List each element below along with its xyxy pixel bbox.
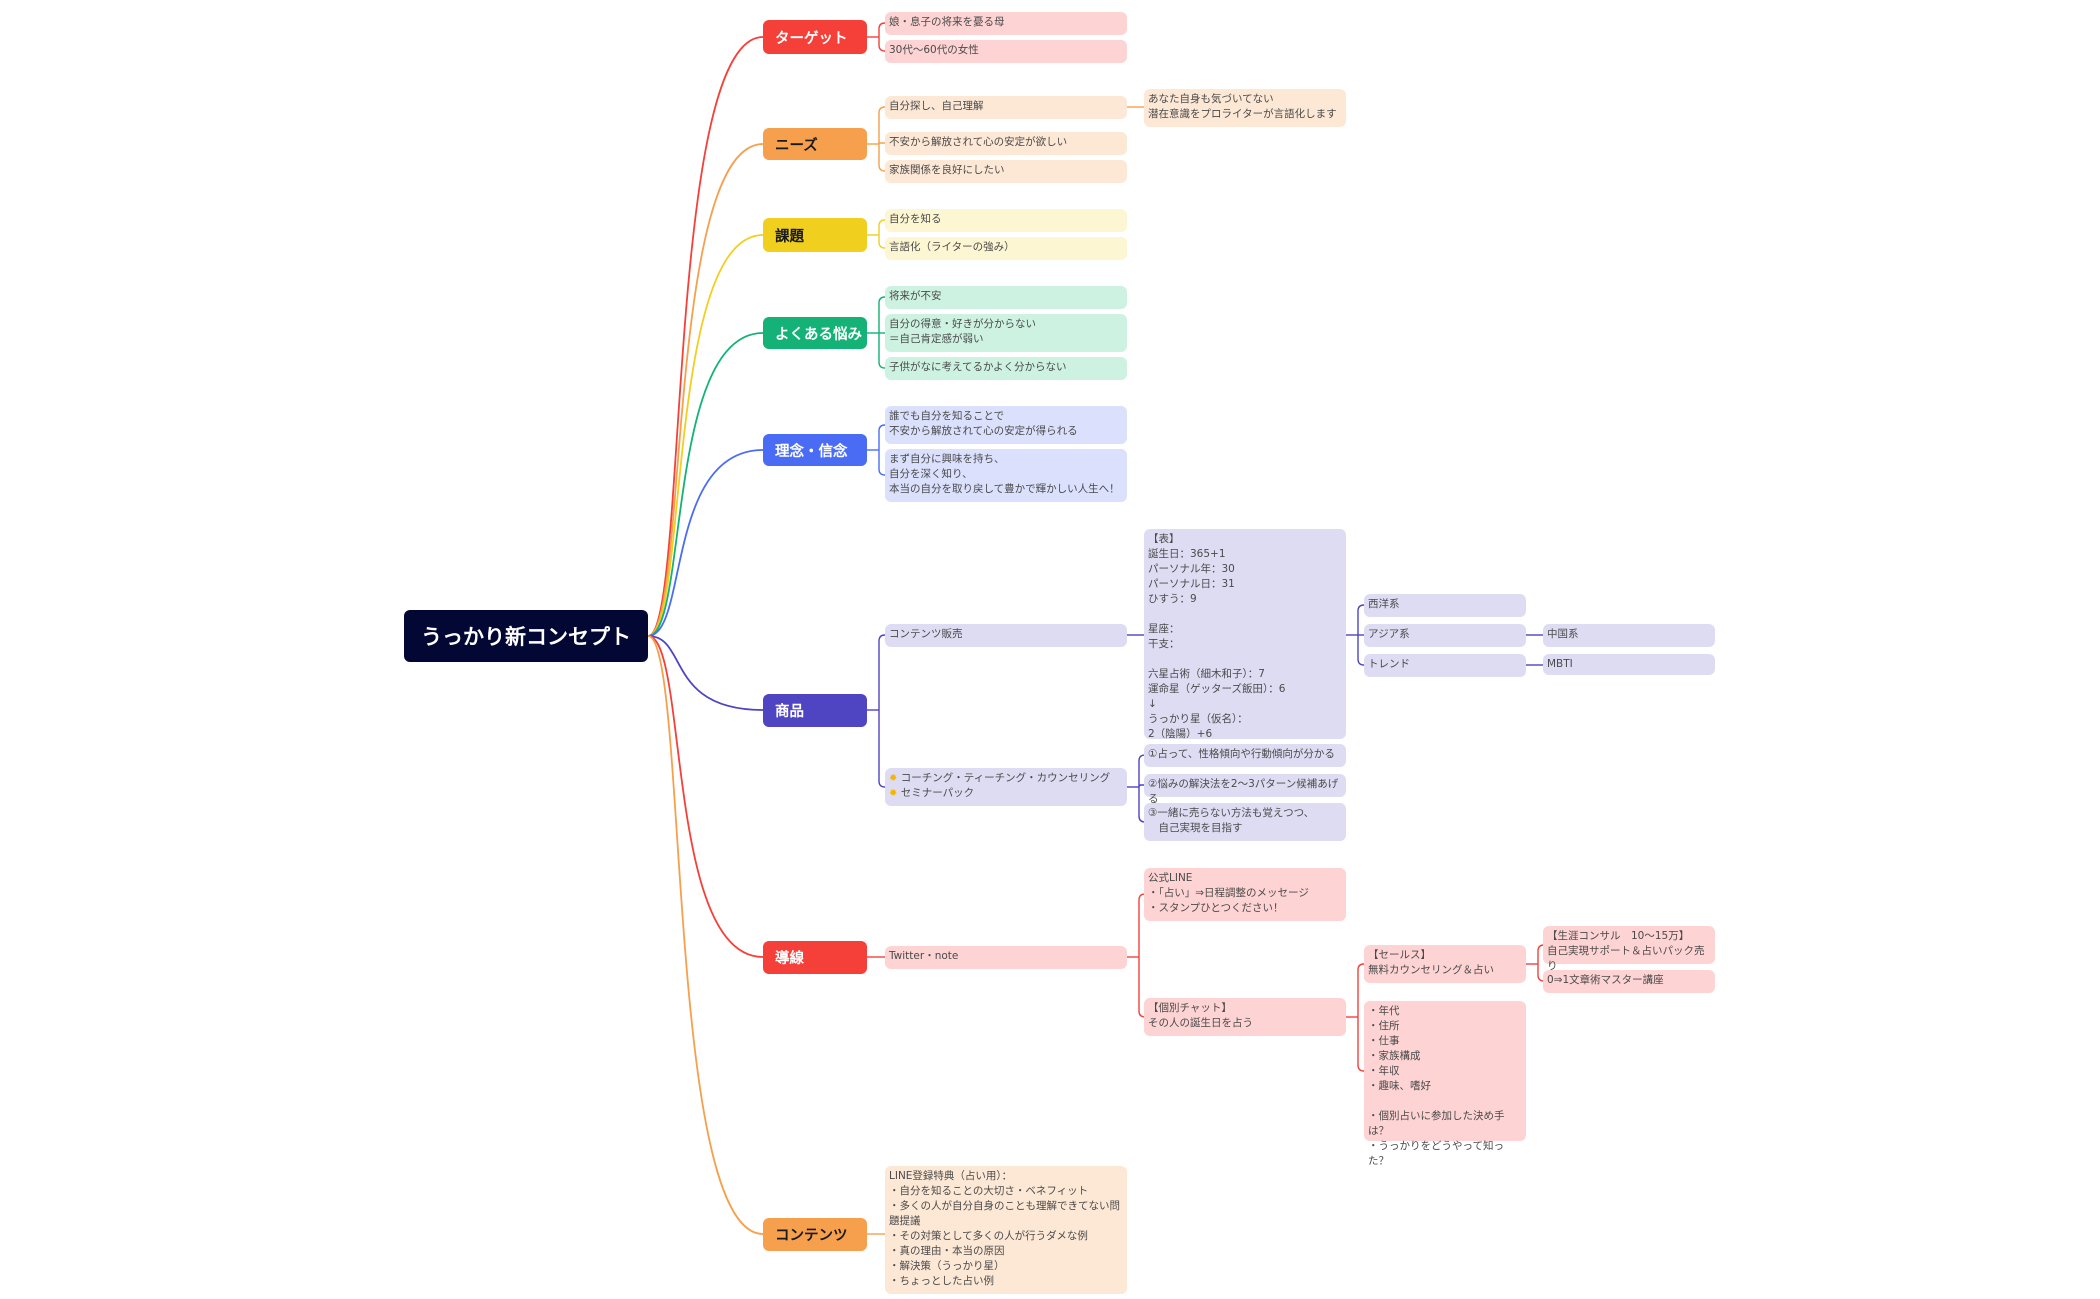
branch-target[interactable]: ターゲット: [763, 20, 867, 54]
flow-individual-chat[interactable]: 【個別チャット】 その人の誕生日を占う: [1144, 998, 1346, 1036]
line-root-trouble: [647, 332, 764, 637]
branch-needs[interactable]: ニーズ: [763, 128, 867, 160]
bracket-product-categories: [1346, 604, 1365, 666]
bracket-product: [867, 634, 886, 788]
product-asian-china[interactable]: 中国系: [1543, 624, 1715, 647]
bracket-target: [867, 22, 886, 52]
line-root-belief: [647, 449, 764, 637]
line-root-issue: [647, 234, 764, 637]
flow-sales-course[interactable]: 0⇒1文章術マスター講座: [1543, 970, 1715, 993]
root-node[interactable]: うっかり新コンセプト: [404, 610, 648, 662]
flow-channel[interactable]: Twitter・note: [885, 946, 1127, 969]
product-category-trend[interactable]: トレンド: [1364, 654, 1526, 677]
product-category-asian[interactable]: アジア系: [1364, 624, 1526, 647]
bracket-flow-sales: [1526, 944, 1545, 982]
bracket-flow-channel: [1127, 893, 1146, 1018]
bracket-product-coaching: [1127, 754, 1146, 823]
line-root-content: [647, 635, 764, 1235]
bracket-belief: [867, 424, 886, 476]
flow-sales[interactable]: 【セールス】 無料カウンセリング＆占い: [1364, 945, 1526, 983]
sun-icon: ✹: [889, 773, 898, 784]
target-item-mother[interactable]: 娘・息子の将来を憂る母: [885, 12, 1127, 35]
trouble-item-future[interactable]: 将来が不安: [885, 286, 1127, 309]
target-item-age[interactable]: 30代〜60代の女性: [885, 40, 1127, 63]
line-root-needs: [647, 143, 764, 637]
flow-official-line[interactable]: 公式LINE ・「占い」⇒日程調整のメッセージ ・スタンプひとつください！: [1144, 868, 1346, 921]
flow-hearing-list[interactable]: ・年代 ・住所 ・仕事 ・家族構成 ・年収 ・趣味、嗜好 ・個別占いに参加した決…: [1364, 1001, 1526, 1167]
branch-issue[interactable]: 課題: [763, 218, 867, 252]
needs-item-relief[interactable]: 不安から解放されて心の安定が欲しい: [885, 132, 1127, 155]
flow-sales-consult[interactable]: 【生涯コンサル 10〜15万】 自己実現サポート＆占いパック売り: [1543, 926, 1715, 972]
branch-flow[interactable]: 導線: [763, 941, 867, 974]
branch-belief[interactable]: 理念・信念: [763, 434, 867, 466]
coaching-item-3[interactable]: ③一緒に売らない方法も覚えつつ、 自己実現を目指す: [1144, 803, 1346, 841]
content-line-bonus[interactable]: LINE登録特典（占い用）： ・自分を知ることの大切さ・ベネフィット ・多くの人…: [885, 1166, 1127, 1294]
bracket-trouble: [867, 296, 886, 369]
belief-item-relief[interactable]: 誰でも自分を知ることで 不安から解放されて心の安定が得られる: [885, 406, 1127, 444]
bracket-flow-chat: [1346, 963, 1365, 1072]
bracket-issue: [867, 219, 886, 249]
product-trend-mbti[interactable]: MBTI: [1543, 654, 1715, 675]
branch-product[interactable]: 商品: [763, 694, 867, 727]
line-root-flow: [647, 635, 764, 958]
issue-item-know[interactable]: 自分を知る: [885, 209, 1127, 232]
product-coaching[interactable]: ✹ コーチング・ティーチング・カウンセリング ✹ セミナーパック: [885, 768, 1127, 806]
issue-item-verbal[interactable]: 言語化（ライターの強み）: [885, 237, 1127, 260]
needs-sub-writer[interactable]: あなた自身も気づいてない 潜在意識をプロライターが言語化します: [1144, 89, 1346, 127]
trouble-item-strength[interactable]: 自分の得意・好きが分からない ＝自己肯定感が弱い: [885, 314, 1127, 352]
branch-trouble[interactable]: よくある悩み: [763, 317, 867, 349]
trouble-item-child[interactable]: 子供がなに考えてるかよく分からない: [885, 357, 1127, 380]
product-category-western[interactable]: 西洋系: [1364, 594, 1526, 617]
belief-item-life[interactable]: まず自分に興味を持ち、 自分を深く知り、 本当の自分を取り戻して豊かで輝かしい人…: [885, 449, 1127, 502]
coaching-item-1[interactable]: ①占って、性格傾向や行動傾向が分かる: [1144, 744, 1346, 767]
coaching-line-2: セミナーパック: [900, 787, 975, 799]
bracket-needs: [867, 106, 886, 172]
coaching-line-1: コーチング・ティーチング・カウンセリング: [900, 772, 1111, 784]
coaching-item-2[interactable]: ②悩みの解決法を2〜3パターン候補あげる: [1144, 774, 1346, 805]
product-content-sales[interactable]: コンテンツ販売: [885, 624, 1127, 647]
needs-item-family[interactable]: 家族関係を良好にしたい: [885, 160, 1127, 183]
branch-content[interactable]: コンテンツ: [763, 1218, 867, 1251]
product-table[interactable]: 【表】 誕生日：365+1 パーソナル年：30 パーソナル日：31 ひすう：9 …: [1144, 529, 1346, 740]
needs-item-self[interactable]: 自分探し、自己理解: [885, 96, 1127, 119]
line-root-target: [647, 36, 764, 637]
sun-icon: ✹: [889, 788, 898, 799]
line-root-product: [647, 635, 764, 711]
